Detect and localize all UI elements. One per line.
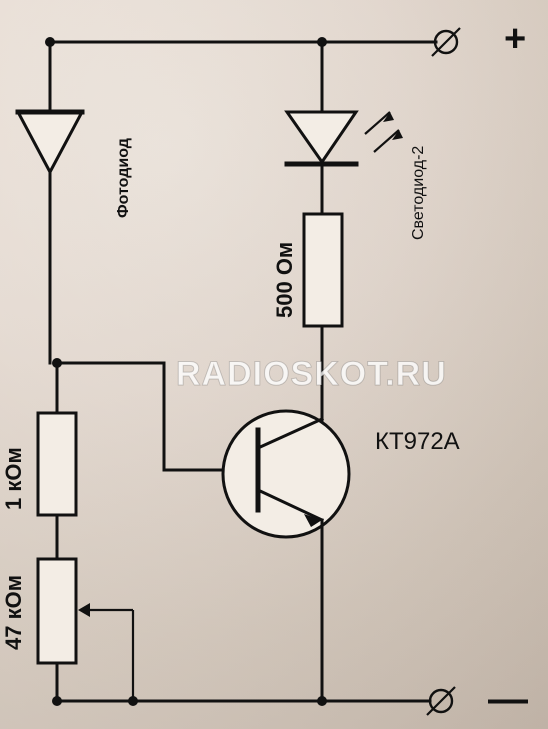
bottom-terminal-circle [428,688,454,714]
transistor-circle [221,409,351,539]
resistor-500-body [302,212,344,328]
wiper-junction-dot [128,696,138,706]
photodiode-label: Фотодиод [115,138,132,218]
watermark-text: RADIOSKOT.RU [176,355,447,393]
bottom-left-junction-dot [52,696,62,706]
potentiometer-47k-body [36,557,78,665]
led-arrow-1-line [364,111,391,135]
photodiode-symbol [15,110,85,176]
top-terminal-circle [433,29,459,55]
led-symbol [284,110,359,165]
transistor-collector-lead [256,417,324,450]
resistor-1k-body [36,411,78,517]
minus-label: — [488,677,528,721]
led-label: Светодиод-2 [410,146,427,240]
wiper-arrowhead [78,603,90,617]
led-arrow-2-line [373,129,400,153]
transistor-emitter-arrow [304,514,322,527]
plus-label: + [504,18,526,60]
resistor-47k-label: 47 кОм [1,575,26,650]
transistor-emitter-lead [256,488,324,522]
led-arrow-2-head [392,130,403,140]
transistor-label: КТ972А [375,428,460,455]
led-arrow-1-head [383,112,394,122]
resistor-500-label: 500 Ом [272,242,297,318]
resistor-1k-label: 1 кОм [1,447,26,510]
top-terminal-slash [431,27,461,57]
bottom-terminal-slash [426,686,456,716]
